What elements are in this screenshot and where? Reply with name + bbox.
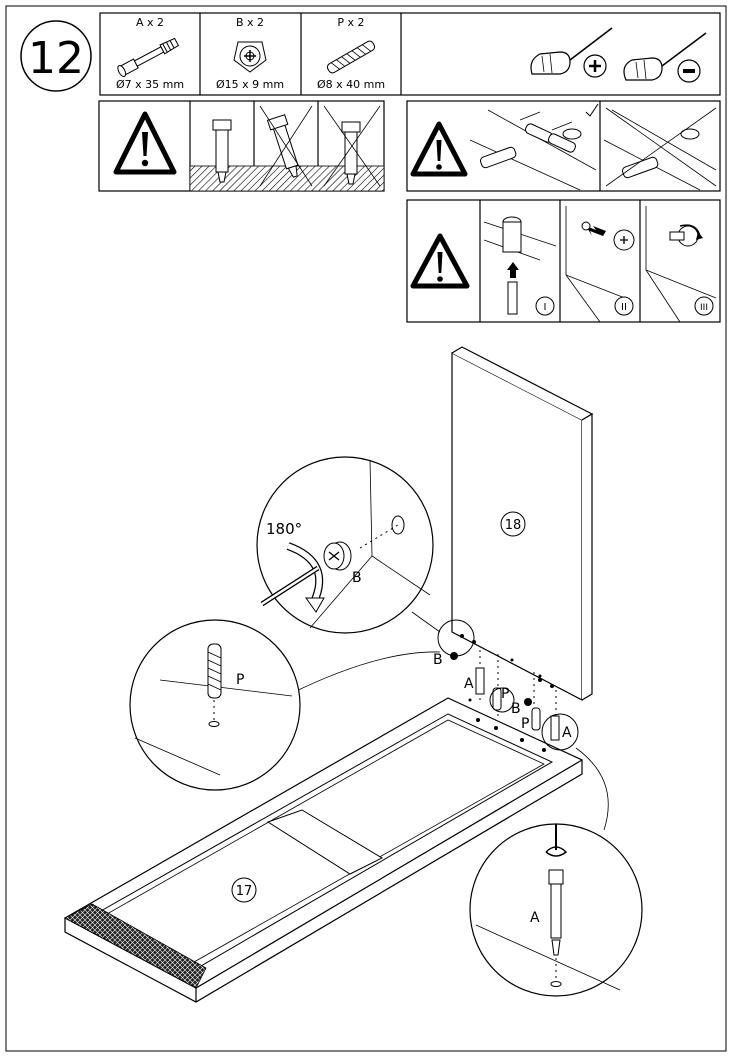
parts-box: A x 2 Ø7 x 35 mm B x 2 Ø15 x 9 mm P bbox=[99, 12, 721, 96]
cam-bolt-icon bbox=[548, 869, 564, 956]
bolt-label: A bbox=[530, 910, 540, 926]
part-p: P x 2 Ø8 x 40 mm bbox=[317, 16, 385, 91]
assembly-label-b-left: B bbox=[433, 652, 443, 668]
assembly-label-p-right: P bbox=[521, 716, 529, 732]
bolt-a-left bbox=[475, 667, 485, 695]
flat-screwdriver-icon bbox=[623, 32, 707, 83]
part-a-count: A x 2 bbox=[136, 16, 164, 29]
wooden-dowel-icon bbox=[326, 40, 376, 74]
warning-triangle-icon bbox=[113, 111, 177, 175]
sequence-step-1: I bbox=[483, 216, 557, 316]
part-a-size: Ø7 x 35 mm bbox=[116, 78, 184, 91]
bolt-insertion-warning bbox=[98, 100, 385, 192]
sequence-label-1: I bbox=[544, 302, 547, 313]
part-b-size: Ø15 x 9 mm bbox=[216, 78, 284, 91]
sequence-step-3: III bbox=[645, 206, 717, 323]
warning-triangle-icon bbox=[410, 233, 470, 289]
panel-17: 17 bbox=[63, 697, 584, 1003]
rotation-label: 180° bbox=[266, 520, 302, 538]
sequence-label-3: III bbox=[700, 303, 708, 313]
part-b-count: B x 2 bbox=[236, 16, 264, 29]
dowel-detail: P bbox=[129, 619, 301, 791]
dowel-correct-example bbox=[469, 103, 599, 191]
dowel-insertion-warning bbox=[406, 100, 721, 192]
part-p-count: P x 2 bbox=[337, 16, 364, 29]
bolt-a-right bbox=[550, 715, 560, 741]
part-b: B x 2 Ø15 x 9 mm bbox=[216, 16, 284, 91]
panel-18-label: 18 bbox=[505, 518, 522, 533]
dowel-p-left bbox=[492, 687, 502, 711]
cam-bolt-detail: A bbox=[469, 823, 643, 997]
assembly-label-p-left: P bbox=[501, 686, 509, 702]
bolt-wrong-example-tilted bbox=[259, 105, 313, 187]
sequence-label-2: II bbox=[621, 302, 627, 313]
cam-lock-label: B bbox=[352, 570, 362, 586]
dowel-p-right bbox=[531, 707, 541, 731]
assembly-label-a-right: A bbox=[562, 725, 572, 741]
part-p-size: Ø8 x 40 mm bbox=[317, 78, 385, 91]
wooden-dowel-icon bbox=[207, 643, 222, 699]
page-frame bbox=[5, 5, 727, 1052]
detail-connector-lines bbox=[289, 611, 609, 831]
panel-18: 18 bbox=[451, 346, 594, 701]
bolt-correct-example bbox=[212, 119, 232, 183]
step-number-badge: 12 bbox=[20, 20, 92, 92]
dowel-label: P bbox=[236, 672, 244, 688]
warning-triangle-icon bbox=[410, 121, 468, 177]
fastener-alignment: B A P B P A bbox=[433, 619, 579, 752]
phillips-screwdriver-icon bbox=[530, 27, 613, 78]
cam-bolt-icon bbox=[117, 37, 180, 78]
part-a: A x 2 Ø7 x 35 mm bbox=[116, 16, 184, 91]
cam-lock-detail: 180° B bbox=[256, 456, 434, 634]
panel-17-label: 17 bbox=[236, 884, 253, 899]
step-number: 12 bbox=[28, 33, 84, 84]
assembly-label-b-right: B bbox=[511, 701, 521, 717]
cam-lock-sequence-warning: I II III bbox=[406, 199, 721, 323]
cam-lock-icon bbox=[323, 541, 352, 571]
sequence-step-2: II bbox=[565, 206, 635, 323]
assembly-label-a-left: A bbox=[464, 676, 474, 692]
cam-lock-icon bbox=[233, 41, 267, 73]
dowel-wrong-example bbox=[603, 107, 717, 191]
bolt-wrong-example-loose bbox=[323, 105, 381, 187]
